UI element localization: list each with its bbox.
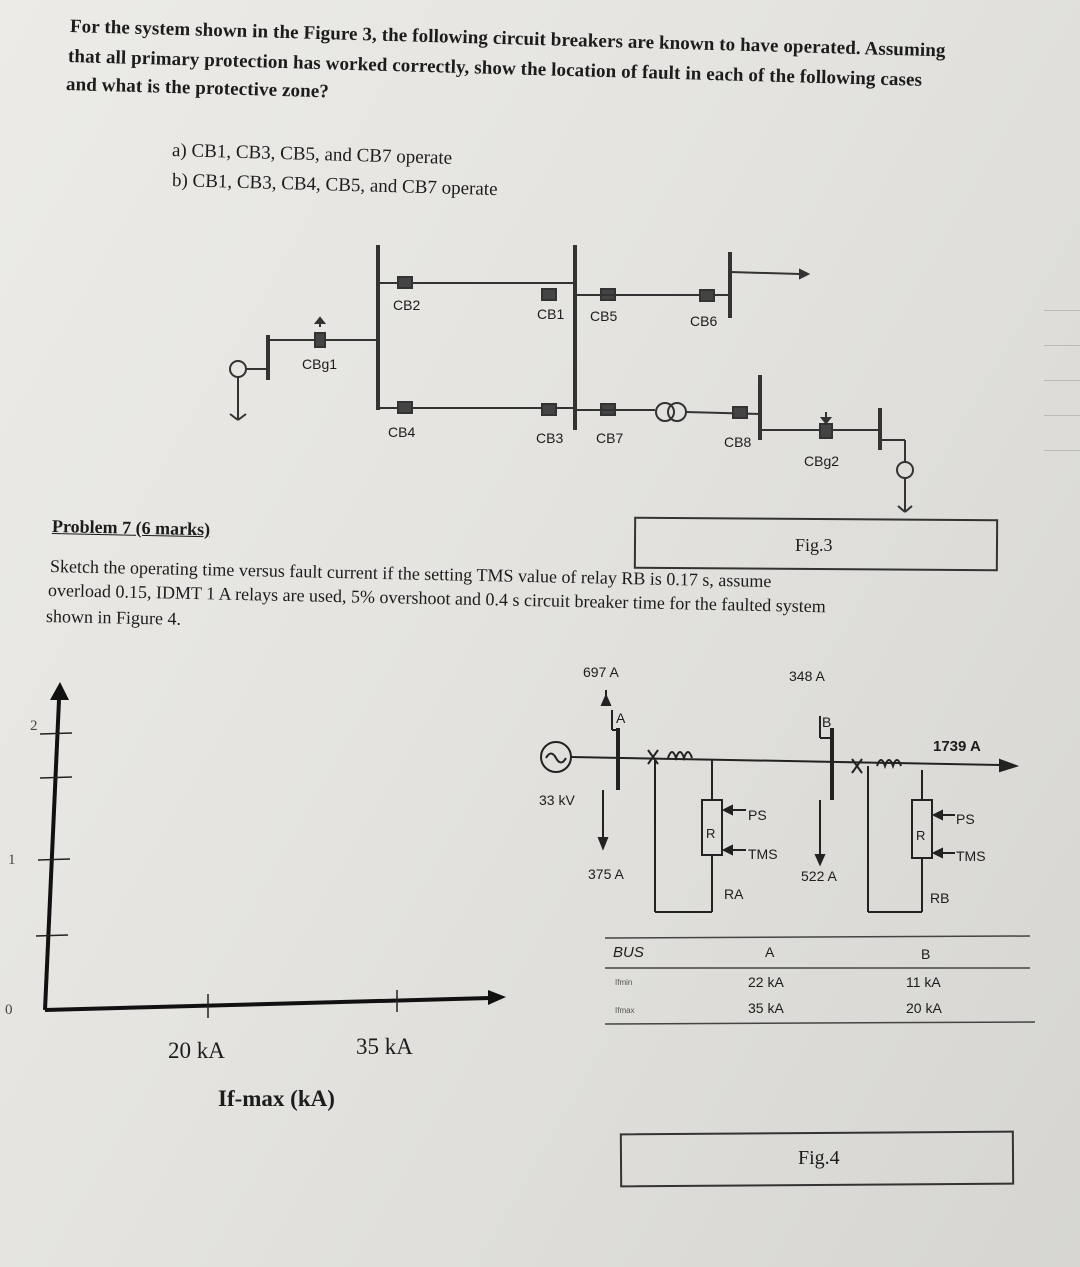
sketch-y-tick-0: 0 [5,1002,13,1018]
table-row-ifmin-label: Ifmin [615,978,633,987]
label-cbg1: CBg1 [302,356,338,372]
label-cb1: CB1 [537,306,565,322]
edge-rule [1044,345,1080,346]
relay-rb-label: RB [930,890,950,906]
current-522a: 522 A [801,868,837,884]
sketch-y-axis [43,699,61,1011]
fig3-caption: Fig.3 [795,535,833,555]
relay-rb-r: R [916,828,926,843]
table-header-bus: BUS [613,944,644,961]
edge-rule [1044,310,1080,311]
label-cb8: CB8 [724,434,752,450]
label-cb7: CB7 [596,430,624,446]
fig4-caption: Fig.4 [798,1147,840,1169]
sketch-x-label: If-max (kA) [218,1086,335,1111]
edge-rule [1044,380,1080,381]
table-row-ifmax-a: 35 kA [748,1000,784,1016]
table-row-ifmax-label: Ifmax [615,1006,635,1015]
label-cb2: CB2 [393,297,421,313]
sketch-x-axis [44,996,491,1012]
label-cb5: CB5 [590,308,618,324]
label-cb6: CB6 [690,313,718,329]
relay-rb-tms: TMS [956,848,986,864]
current-375a: 375 A [588,866,624,882]
label-cbg2: CBg2 [804,453,840,469]
edge-rule [1044,450,1080,451]
table-row-ifmin-b: 11 kA [906,974,941,990]
sketch-y-tick-1: 1 [8,852,16,868]
table-row-ifmin-a: 22 kA [748,974,784,990]
relay-ra-label: RA [724,886,744,902]
label-cb3: CB3 [536,430,564,446]
relay-ra-tms: TMS [748,846,778,862]
sketch-y-tick-2: 2 [30,718,38,734]
current-1739a: 1739 A [933,738,981,755]
relay-ra-ps: PS [748,807,767,823]
sketch-x-tick-20ka: 20 kA [168,1038,225,1063]
current-697a: 697 A [583,664,619,680]
relay-ra-r: R [706,826,716,841]
edge-rule [1044,415,1080,416]
sketch-x-tick-35ka: 35 kA [356,1034,413,1059]
table-header-a: A [765,944,775,960]
relay-rb-ps: PS [956,811,975,827]
bus-b-label: B [822,714,832,730]
voltage-33kv: 33 kV [539,792,575,808]
current-348a: 348 A [789,668,825,684]
bus-a-label: A [616,710,626,726]
table-row-ifmax-b: 20 kA [906,1000,942,1016]
label-cb4: CB4 [388,424,416,440]
table-header-b: B [921,946,931,962]
